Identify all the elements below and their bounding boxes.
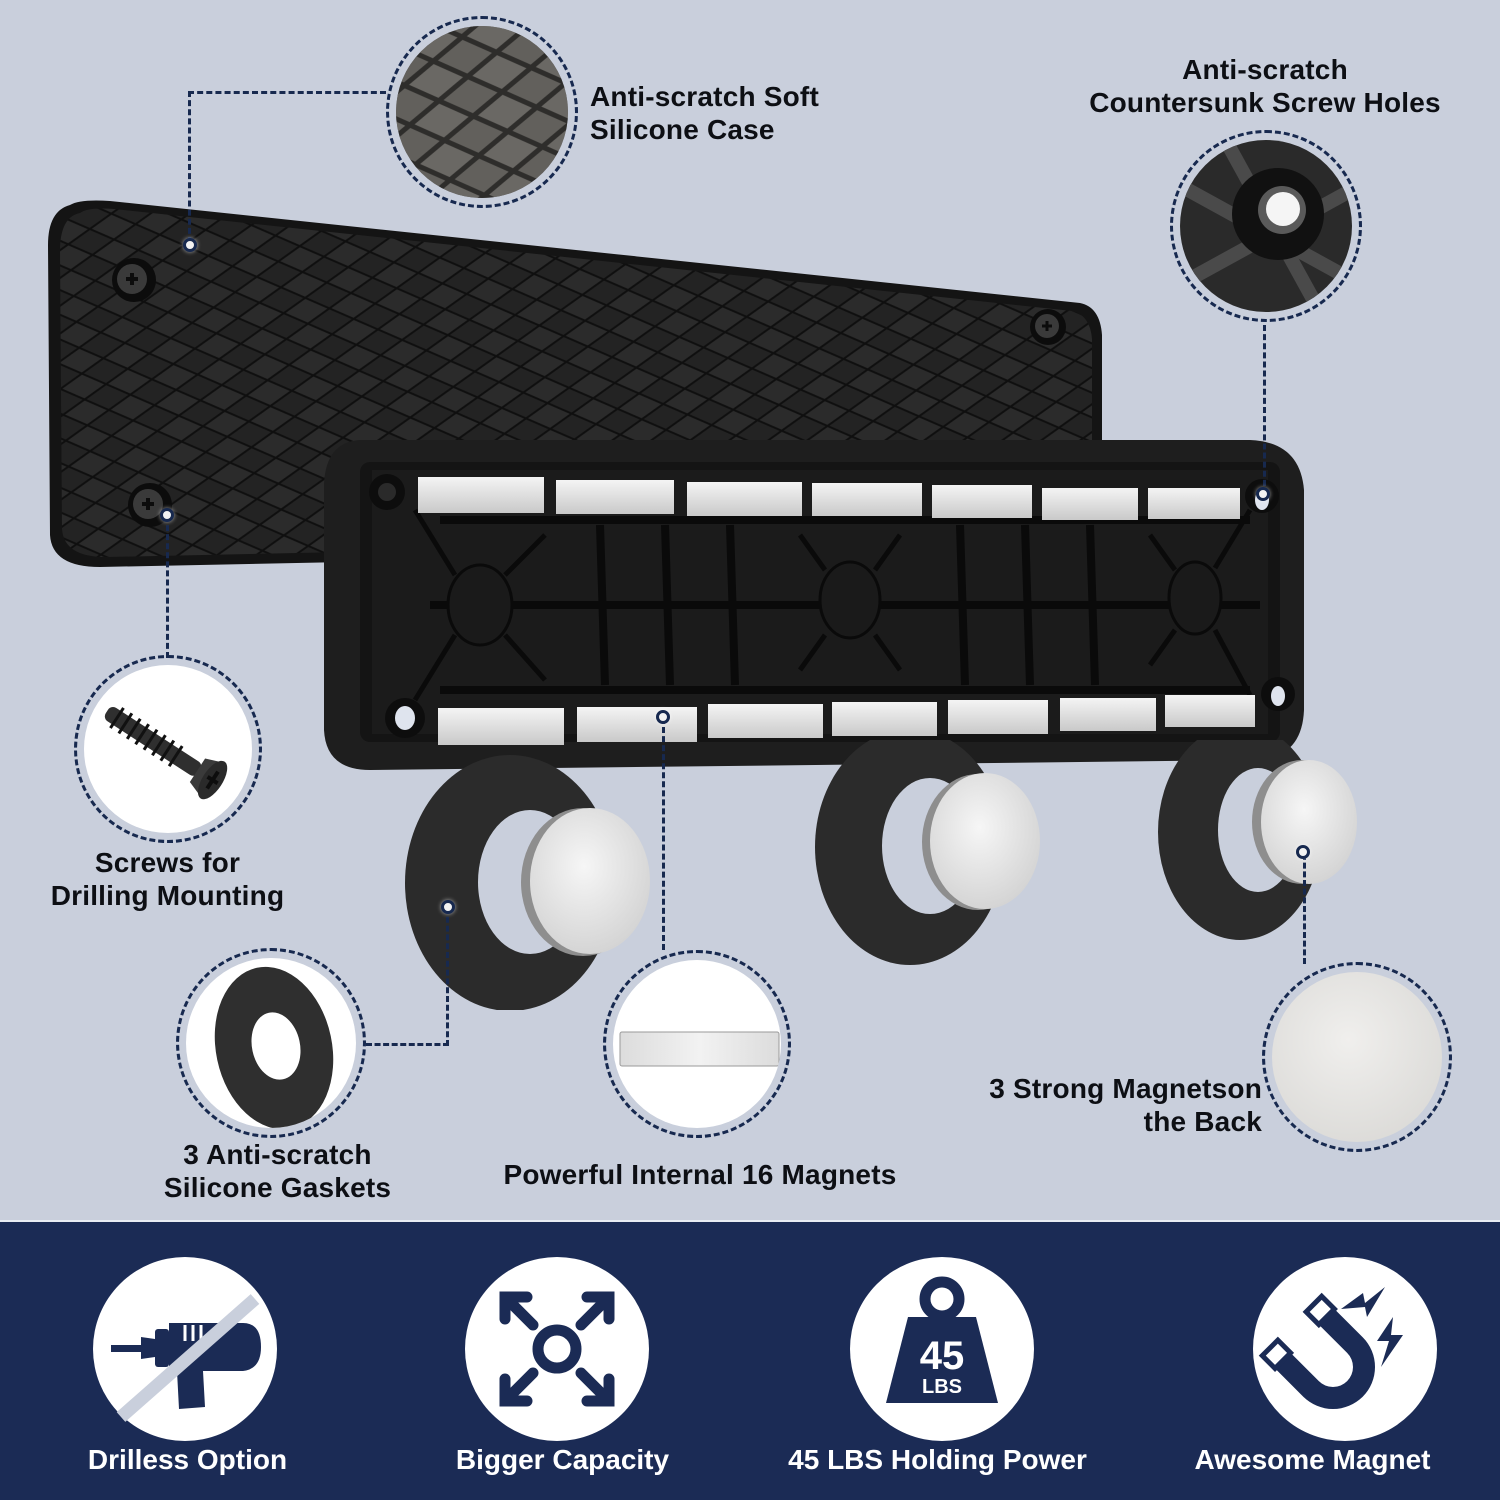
label-screw-holes: Anti-scratch Countersunk Screw Holes: [1089, 54, 1441, 118]
countersunk-hole-icon: [1180, 140, 1352, 312]
leader-line: [366, 1043, 449, 1046]
leader-line: [188, 91, 191, 243]
internal-magnets-bottom: [438, 695, 1255, 745]
gasket-1: [405, 755, 650, 1010]
callout-screw-holes: [1170, 130, 1362, 322]
callout-gaskets: [176, 948, 366, 1138]
leader-line: [166, 516, 169, 658]
feature-label: Drilless Option: [87, 1444, 288, 1475]
label-silicone-case: Anti-scratch Soft Silicone Case: [590, 81, 819, 145]
feature-label: Awesome Magnet: [1194, 1444, 1431, 1475]
gasket-2: [815, 740, 1040, 965]
label-gaskets: 3 Anti-scratch Silicone Gaskets: [163, 1139, 392, 1203]
callout-screws: [74, 655, 262, 843]
feature-drilless: Drilless Option: [0, 1222, 375, 1500]
no-drill-icon: [110, 1294, 261, 1422]
screw-icon: [104, 707, 228, 800]
screw-head-icon: [112, 258, 156, 302]
callout-silicone-case: [386, 16, 578, 208]
horseshoe-magnet-icon: [1258, 1287, 1403, 1409]
gasket-ring-icon: [214, 966, 334, 1128]
callout-pin: [656, 710, 670, 724]
callout-pin: [1296, 845, 1310, 859]
leader-line: [188, 91, 386, 94]
magnet-frame-plate: [324, 440, 1304, 770]
gaskets-and-disc-magnets: [405, 740, 1357, 1010]
callout-back-magnets: [1262, 962, 1452, 1152]
gasket-3: [1158, 740, 1357, 940]
callout-pin: [441, 900, 455, 914]
feature-magnet: Awesome Magnet: [1125, 1222, 1500, 1500]
callout-pin: [160, 508, 174, 522]
feature-label: Bigger Capacity: [455, 1444, 670, 1475]
weight-icon: 45 LBS: [885, 1276, 998, 1403]
bar-magnet-icon: [619, 1031, 780, 1067]
feature-banner: Drilless Option Bigger Capacity 45 LBS: [0, 1220, 1500, 1500]
leader-line: [446, 908, 449, 1046]
label-back-magnets: 3 Strong Magnetson the Back: [989, 1073, 1262, 1137]
weight-value: 45: [919, 1334, 964, 1378]
feature-label: 45 LBS Holding Power: [788, 1444, 1087, 1475]
callout-internal-magnets: [603, 950, 791, 1138]
product-diagram: Anti-scratch Soft Silicone Case Anti-scr…: [48, 16, 1452, 1203]
leader-line: [1263, 325, 1266, 495]
diamond-texture-icon: [396, 26, 568, 198]
internal-magnets-top: [418, 477, 1240, 520]
leader-line: [662, 718, 665, 950]
screw-head-icon: [1030, 309, 1066, 345]
weight-unit: LBS: [922, 1376, 962, 1398]
expand-arrows-icon: [499, 1291, 614, 1407]
feature-holding-power: 45 LBS 45 LBS Holding Power: [750, 1222, 1125, 1500]
label-internal-magnets: Powerful Internal 16 Magnets: [503, 1159, 897, 1190]
callout-pin: [183, 238, 197, 252]
feature-capacity: Bigger Capacity: [375, 1222, 750, 1500]
leader-line: [1303, 854, 1306, 964]
label-screws: Screws for Drilling Mounting: [50, 847, 285, 911]
callout-pin: [1256, 487, 1270, 501]
